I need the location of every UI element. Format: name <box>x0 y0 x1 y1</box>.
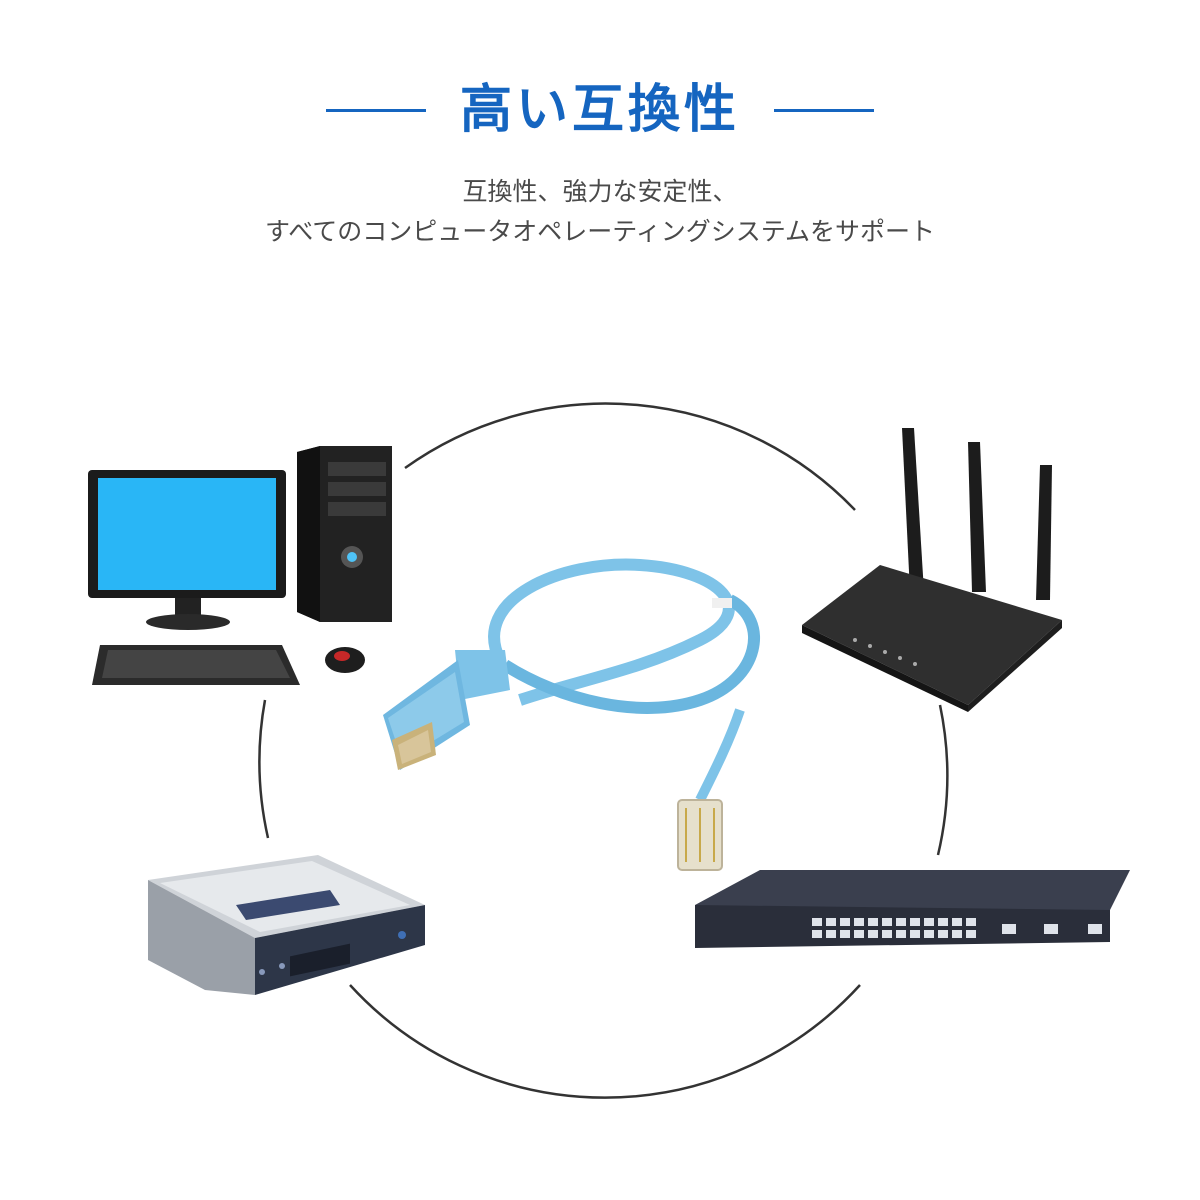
serial-console-cable-icon <box>383 558 760 871</box>
network-switch-icon <box>695 870 1130 948</box>
title-rule-left <box>325 108 426 112</box>
arc-top <box>404 402 856 511</box>
subtitle-line-2: すべてのコンピュータオペレーティングシステムをサポート <box>264 217 935 246</box>
desktop-computer-icon <box>88 446 392 685</box>
arc-left <box>258 699 270 839</box>
network-router-icon <box>148 855 425 995</box>
header: 高い互換性 <box>0 78 1200 142</box>
arc-bottom <box>349 984 861 1099</box>
page-title: 高い互換性 <box>459 80 740 140</box>
switch-ports <box>812 918 1102 938</box>
arc-right <box>936 704 949 856</box>
connection-circle <box>258 402 949 1099</box>
subtitle: 互換性、強力な安定性、 すべてのコンピュータオペレーティングシステムをサポート <box>0 172 1200 252</box>
subtitle-line-1: 互換性、強力な安定性、 <box>462 177 738 206</box>
title-rule-right <box>774 108 874 112</box>
wifi-router-icon <box>802 428 1062 712</box>
